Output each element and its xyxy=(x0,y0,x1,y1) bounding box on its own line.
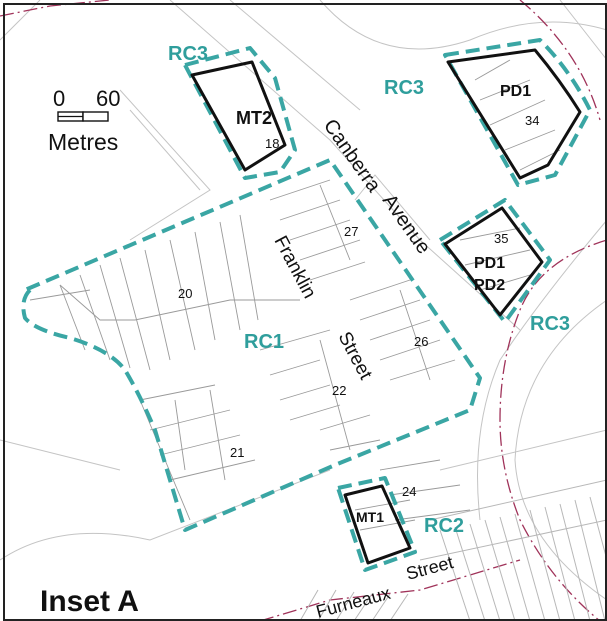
pd1-overlay xyxy=(446,48,582,180)
zone-rc2-label: RC2 xyxy=(424,515,464,537)
zone-rc3-label-c: RC3 xyxy=(530,313,570,335)
zone-rc3-mt2-boundary xyxy=(183,46,297,180)
overlay-labels: MT2 PD1 PD1 PD2 MT1 xyxy=(236,83,531,525)
block-24: 24 xyxy=(402,484,416,499)
zone-rc3-label-a: RC3 xyxy=(168,43,208,65)
scale-bar: 0 60 Metres xyxy=(48,86,120,155)
overlay-pd1-label-b: PD1 xyxy=(474,255,505,272)
overlay-pd2-label: PD2 xyxy=(474,277,505,294)
mt1-overlay xyxy=(343,484,412,565)
zone-rc1-boundary xyxy=(21,158,482,532)
scale-zero: 0 xyxy=(53,86,65,111)
road-lines xyxy=(0,0,607,601)
mt2-overlay xyxy=(190,60,287,172)
inset-title: Inset A xyxy=(40,585,139,618)
block-34: 34 xyxy=(525,113,539,128)
scale-segment-2 xyxy=(82,111,109,122)
zone-rc2-boundary xyxy=(336,476,417,572)
zone-rc1-label: RC1 xyxy=(244,331,284,353)
block-27: 27 xyxy=(344,224,358,239)
map-frame xyxy=(3,3,607,621)
block-35: 35 xyxy=(494,231,508,246)
overlay-pd1-label-a: PD1 xyxy=(500,83,531,100)
zone-labels: RC3 RC3 RC3 RC1 RC2 xyxy=(168,43,570,537)
block-20: 20 xyxy=(178,286,192,301)
parcel-lines xyxy=(29,59,561,531)
zone-rc3-label-b: RC3 xyxy=(384,77,424,99)
overlay-mt1-label: MT1 xyxy=(356,509,384,525)
overlay-polygons xyxy=(190,48,582,565)
block-numbers: 18 34 35 27 20 26 22 21 24 xyxy=(178,113,539,499)
street-hatch xyxy=(299,479,607,621)
zone-rc3-pd1-boundary xyxy=(443,38,592,187)
pd1-pd2-overlay xyxy=(443,206,544,317)
overlay-mt2-label: MT2 xyxy=(236,108,272,128)
block-26: 26 xyxy=(414,334,428,349)
scale-unit: Metres xyxy=(48,129,118,155)
block-22: 22 xyxy=(332,383,346,398)
block-18: 18 xyxy=(265,136,279,151)
scale-max: 60 xyxy=(96,86,120,111)
block-21: 21 xyxy=(230,445,244,460)
